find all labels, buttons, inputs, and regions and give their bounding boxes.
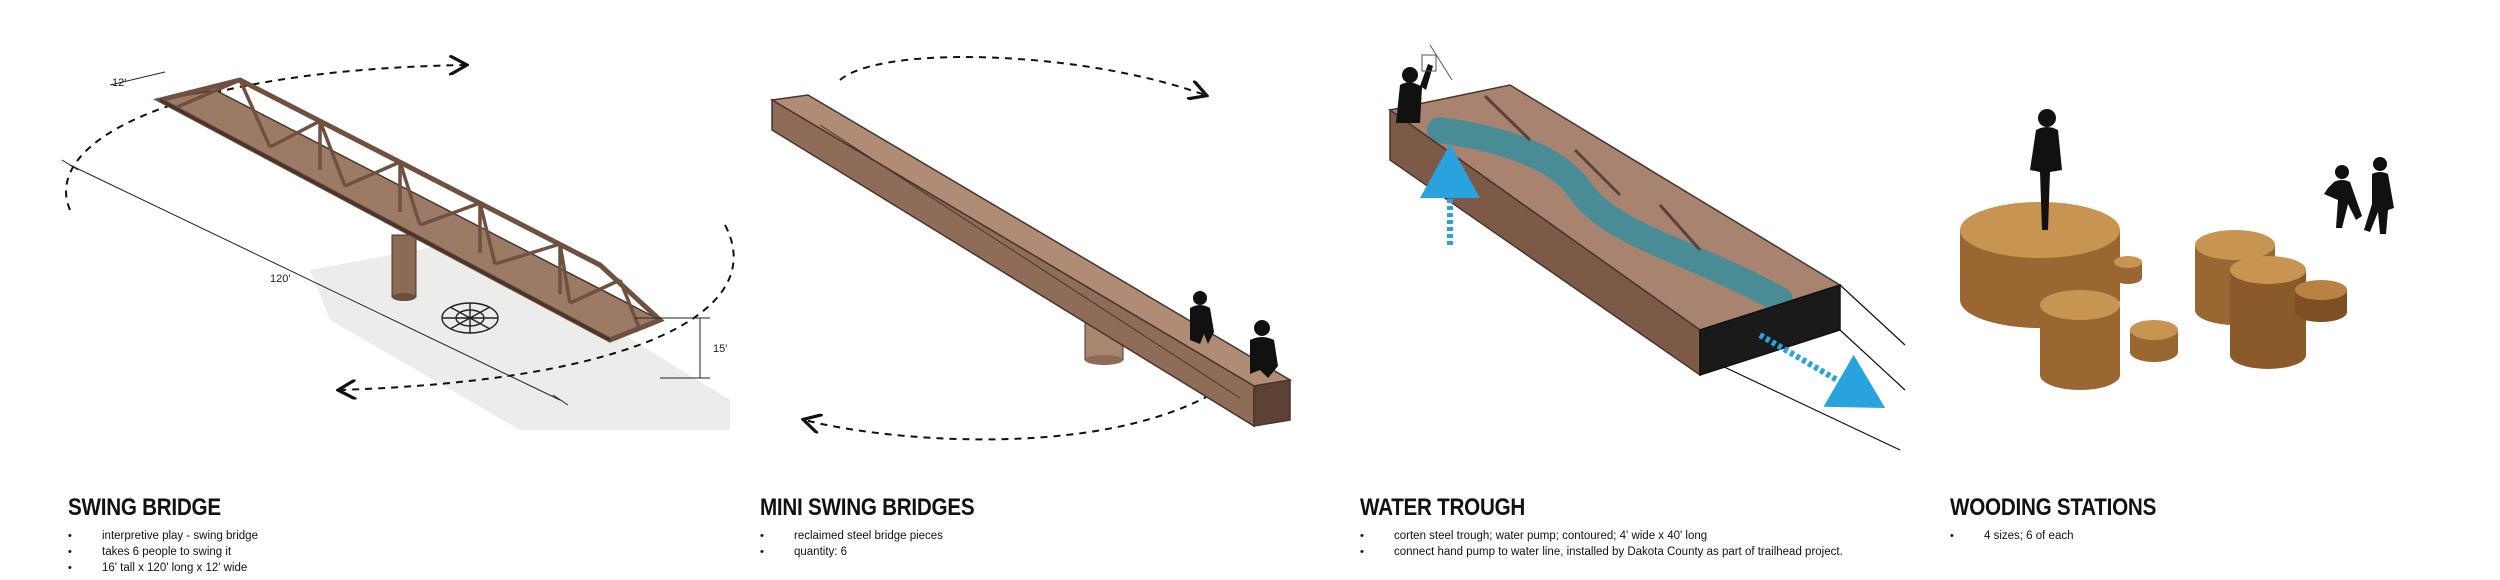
mini-bridge-beam-side — [771, 98, 1255, 428]
people-silhouettes — [1190, 291, 1278, 378]
bullet-item: connect hand pump to water line, install… — [1360, 544, 1843, 560]
caption-swing-bridge: SWING BRIDGE interpretive play - swing b… — [68, 494, 258, 576]
swing-arc-bottom — [805, 394, 1211, 441]
bullet-item: 16' tall x 120' long x 12' wide — [68, 560, 258, 576]
swing-arc-bottom — [340, 224, 735, 390]
bullet-list: corten steel trough; water pump; contour… — [1360, 528, 1843, 560]
mini-bridge-beam-top — [769, 94, 1293, 387]
bullet-item: reclaimed steel bridge pieces — [760, 528, 1009, 544]
flow-arrow-out — [1758, 332, 1886, 409]
wood-stump-right-low — [2295, 280, 2347, 322]
pump-wheel — [441, 302, 499, 334]
children-silhouettes — [2324, 157, 2394, 234]
caption-mini-swing-bridges: MINI SWING BRIDGES reclaimed steel bridg… — [760, 494, 1009, 560]
wood-stump-medium — [2040, 290, 2120, 390]
water-trough-illustration — [1388, 44, 1906, 451]
panel-title: WATER TROUGH — [1360, 494, 1526, 521]
wood-stump-small — [2114, 256, 2142, 284]
bridge-pier — [391, 234, 417, 298]
panel-wooding-stations: WOODING STATIONS 4 sizes; 6 of each — [1950, 0, 2500, 580]
dim-height-label: 15' — [713, 343, 727, 355]
panel-mini-swing-bridges: MINI SWING BRIDGES reclaimed steel bridg… — [760, 0, 1360, 580]
panel-title: WOODING STATIONS — [1950, 494, 2157, 521]
swing-arc-top — [65, 65, 465, 211]
bullet-list: 4 sizes; 6 of each — [1950, 528, 2190, 544]
wooding-stations-illustration — [1960, 109, 2394, 390]
panel-water-trough: WATER TROUGH corten steel trough; water … — [1360, 0, 1950, 580]
mini-bridge-beam-end — [1253, 379, 1291, 427]
bullet-item: 4 sizes; 6 of each — [1950, 528, 2190, 544]
panel-title: SWING BRIDGE — [68, 494, 221, 521]
swing-bridge-illustration: 12' 120' 15' — [61, 0, 735, 430]
water-channel — [1427, 117, 1793, 313]
caption-water-trough: WATER TROUGH corten steel trough; water … — [1360, 494, 1843, 560]
swing-arc-top — [839, 56, 1205, 95]
bullet-item: quantity: 6 — [760, 544, 1009, 560]
wood-stump-low — [2130, 320, 2178, 362]
bullet-list: interpretive play - swing bridge takes 6… — [68, 528, 258, 576]
wood-stump-right — [2230, 256, 2306, 369]
person-on-stump-silhouette — [2030, 109, 2062, 230]
bullet-list: reclaimed steel bridge pieces quantity: … — [760, 528, 1009, 560]
dim-width-label: 12' — [112, 77, 126, 89]
bullet-item: takes 6 people to swing it — [68, 544, 258, 560]
mini-swing-bridge-illustration — [769, 56, 1293, 441]
caption-wooding-stations: WOODING STATIONS 4 sizes; 6 of each — [1950, 494, 2190, 544]
dim-length-label: 120' — [270, 273, 290, 285]
bullet-item: interpretive play - swing bridge — [68, 528, 258, 544]
panel-swing-bridge: 12' 120' 15' SWING BRIDGE interpretive p… — [0, 0, 760, 580]
panel-title: MINI SWING BRIDGES — [760, 494, 975, 521]
bullet-item: corten steel trough; water pump; contour… — [1360, 528, 1843, 544]
